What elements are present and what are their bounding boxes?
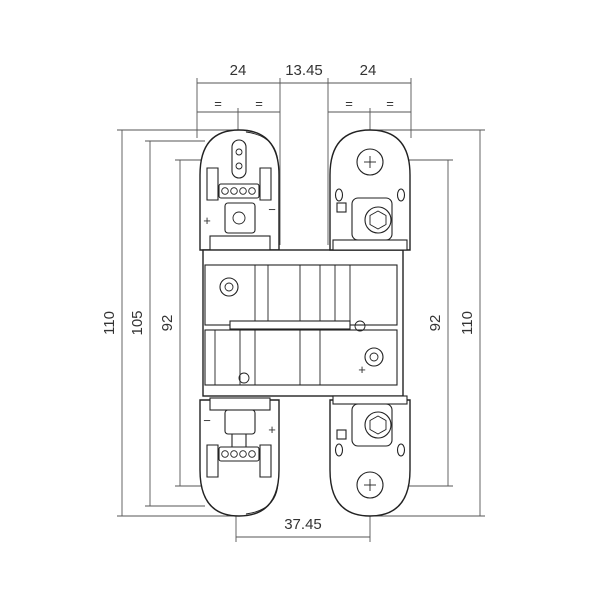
right-hinge-body: [329, 129, 411, 517]
dim-bottom: 37.45: [284, 516, 322, 533]
hinge-mechanism: +: [202, 249, 404, 397]
top-slot: [231, 139, 247, 179]
equal-mark-2: =: [255, 96, 263, 111]
adjust-screw-top: [364, 206, 392, 234]
dim-left-mid: 105: [129, 310, 146, 335]
plus-symbol-mechanism: +: [358, 362, 366, 377]
minus-symbol-left-top: −: [268, 202, 276, 217]
dim-left-inner: 92: [159, 315, 176, 332]
dim-right-outer: 110: [459, 311, 476, 335]
left-hinge-body: + − − +: [199, 129, 280, 517]
equal-mark-3: =: [345, 96, 353, 111]
plus-symbol-left-top: +: [203, 213, 211, 228]
equal-mark-4: =: [386, 96, 394, 111]
dim-right-inner: 92: [427, 315, 444, 332]
dim-top-right: 24: [360, 62, 377, 79]
equal-mark-1: =: [214, 96, 222, 111]
dim-top-center: 13.45: [285, 62, 323, 79]
adjust-screw-bottom: [364, 411, 392, 439]
dimension-lines: [117, 78, 485, 542]
dim-top-left: 24: [230, 62, 247, 79]
dim-left-outer: 110: [101, 311, 118, 335]
minus-symbol-left-bottom: −: [203, 413, 211, 428]
pivot-left: [219, 277, 239, 297]
pivot-right: [364, 347, 384, 367]
plus-symbol-left-bottom: +: [268, 422, 276, 437]
